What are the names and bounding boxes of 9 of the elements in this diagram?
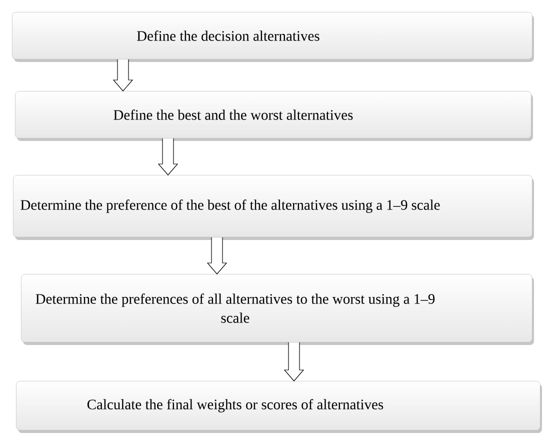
- block-arrow: [206, 237, 228, 274]
- block-arrow: [158, 138, 178, 176]
- process-box: Define the best and the worst alternatives: [15, 91, 533, 141]
- process-box: Determine the preference of the best of the alternatives using a 1–9 scale: [13, 175, 534, 240]
- process-box: Determine the preferences of all alternatives to the worst using a 1–9 scale: [21, 274, 534, 345]
- process-box: Define the decision alternatives: [12, 12, 534, 62]
- process-box: Calculate the final weights or scores of alternatives: [16, 381, 542, 433]
- block-arrow: [112, 59, 134, 92]
- block-arrow: [284, 342, 304, 382]
